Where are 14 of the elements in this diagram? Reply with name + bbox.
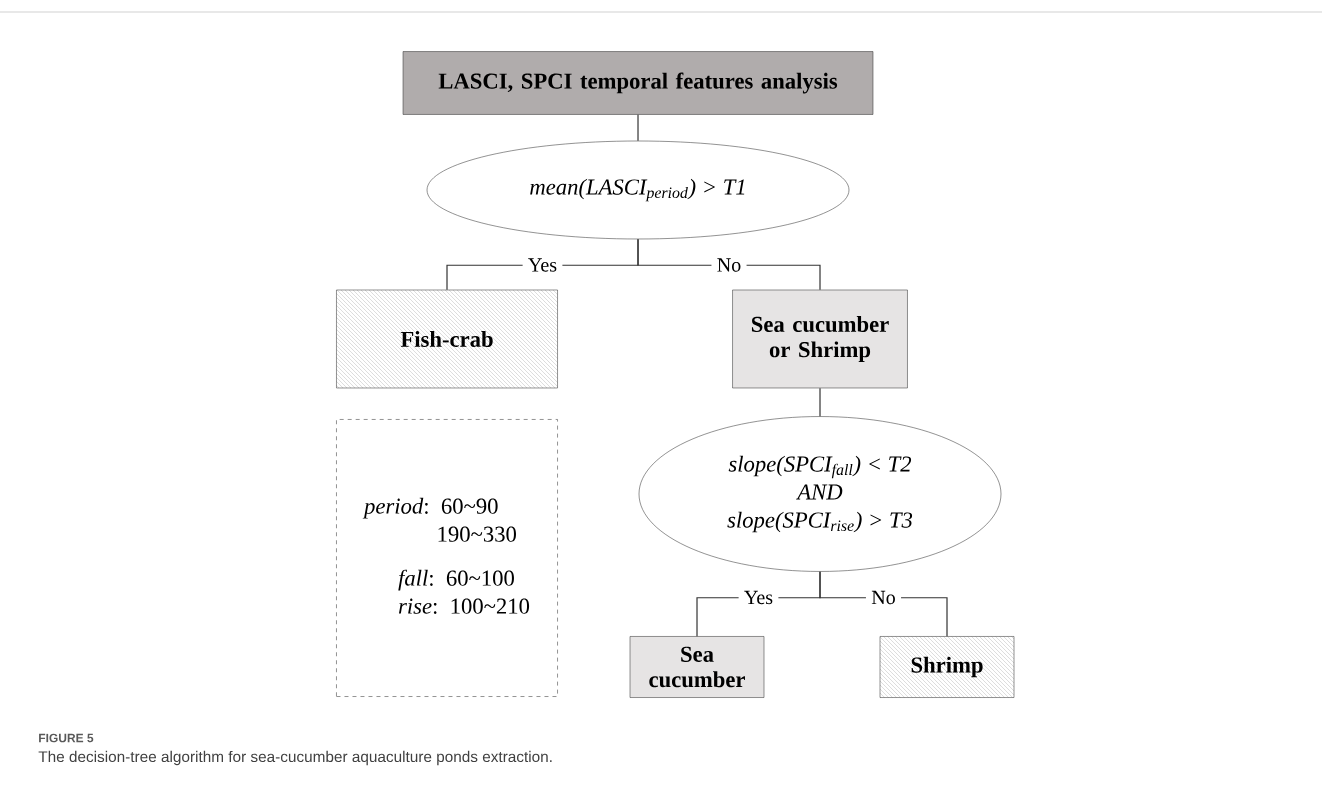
connector-line	[819, 387, 821, 417]
class-box: Sea cucumber or Shrimp	[732, 289, 908, 389]
edge-label: No	[711, 253, 747, 277]
class-box: Sea cucumber	[629, 636, 765, 698]
process-box: LASCI, SPCI temporal features analysis	[402, 51, 874, 115]
class-box: Shrimp	[879, 636, 1015, 698]
class-box: Fish-crab	[336, 289, 558, 389]
note-box: period: 60~90 190~330 fall: 60~100 rise: 100~210	[336, 419, 558, 697]
edge-label: No	[865, 585, 902, 610]
edge-label: Yes	[738, 585, 779, 610]
edge-label: Yes	[522, 253, 563, 277]
connector-line	[637, 114, 639, 142]
figure-number: FIGURE 5	[39, 733, 94, 743]
caption: The decision-tree algorithm for sea-cucumber aquaculture ponds extraction.	[38, 750, 552, 766]
